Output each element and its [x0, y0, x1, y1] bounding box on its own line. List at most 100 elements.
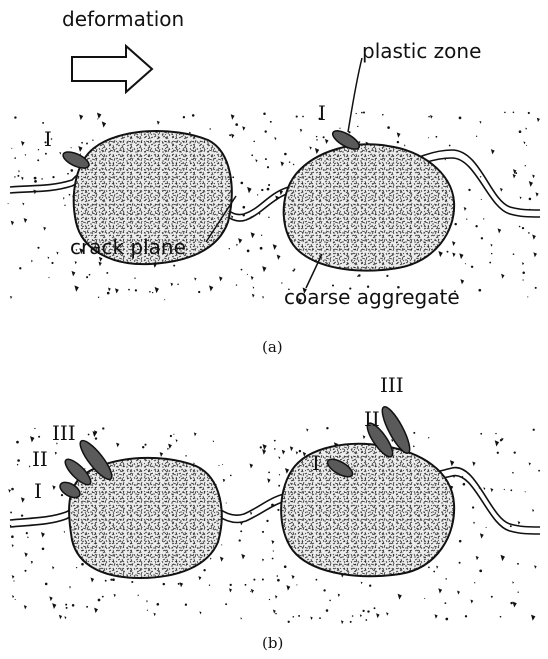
speckle-dot: [86, 143, 88, 145]
speckle-dot: [350, 621, 352, 623]
speckle-dot: [42, 548, 45, 551]
speckle-dot: [387, 126, 390, 129]
speckle-dot: [98, 599, 101, 602]
speckle-dot: [472, 506, 474, 508]
speckle-dot: [267, 166, 269, 168]
speckle-dot: [262, 578, 264, 580]
speckle-dot: [274, 137, 276, 140]
speckle-dot: [14, 157, 16, 159]
speckle-dot: [59, 615, 62, 620]
speckle-dot: [231, 134, 234, 139]
speckle-dot: [107, 292, 110, 295]
speckle-dot: [428, 437, 429, 438]
speckle-dot: [315, 148, 319, 154]
speckle-dot: [29, 465, 31, 467]
speckle-dot: [64, 205, 65, 206]
speckle-dot: [236, 284, 237, 285]
zone-label-right-iii: III: [380, 373, 404, 397]
speckle-dot: [199, 611, 201, 614]
speckle-dot: [102, 427, 104, 429]
speckle-dot: [8, 203, 9, 204]
speckle-dot: [433, 571, 435, 573]
speckle-dot: [108, 288, 111, 292]
speckle-dot: [51, 262, 53, 264]
speckle-dot: [296, 116, 298, 118]
speckle-dot: [497, 452, 499, 454]
speckle-dot: [255, 159, 257, 162]
speckle-dot: [356, 113, 357, 114]
speckle-dot: [489, 262, 491, 264]
speckle-dot: [230, 475, 232, 477]
speckle-dot: [86, 606, 88, 608]
speckle-dot: [262, 531, 264, 533]
speckle-dot: [21, 497, 25, 502]
speckle-dot: [14, 176, 16, 178]
speckle-dot: [476, 136, 477, 137]
plastic-zone-label: plastic zone: [362, 39, 481, 63]
speckle-dot: [52, 485, 55, 490]
speckle-dot: [176, 439, 178, 442]
speckle-dot: [527, 296, 528, 297]
speckle-dot: [81, 563, 84, 566]
speckle-dot: [63, 197, 65, 199]
speckle-dot: [525, 165, 526, 166]
speckle-dot: [45, 583, 48, 586]
speckle-dot: [52, 176, 54, 178]
speckle-dot: [468, 189, 470, 191]
speckle-dot: [102, 596, 104, 598]
speckle-dot: [525, 128, 527, 130]
speckle-dot: [531, 615, 535, 621]
speckle-dot: [41, 178, 43, 180]
speckle-dot: [236, 244, 238, 247]
speckle-dot: [262, 296, 264, 299]
speckle-dot: [135, 289, 137, 291]
speckle-dot: [316, 136, 317, 137]
speckle-dot: [226, 502, 227, 503]
speckle-dot: [14, 116, 16, 118]
speckle-dot: [231, 114, 235, 120]
speckle-dot: [69, 586, 71, 589]
speckle-dot: [92, 139, 93, 140]
speckle-dot: [525, 491, 526, 492]
speckle-dot: [64, 531, 65, 533]
speckle-dot: [447, 251, 449, 253]
speckle-dot: [357, 126, 358, 127]
speckle-dot: [11, 148, 12, 149]
speckle-dot: [168, 444, 172, 449]
speckle-dot: [261, 189, 263, 191]
speckle-dot: [34, 428, 35, 429]
speckle-dot: [257, 194, 258, 195]
speckle-dot: [522, 271, 525, 274]
speckle-dot: [49, 596, 52, 601]
coarse-aggregate-label: coarse aggregate: [284, 285, 460, 309]
speckle-dot: [48, 257, 50, 260]
speckle-dot: [213, 441, 214, 442]
speckle-dot: [253, 287, 255, 289]
speckle-dot: [69, 194, 71, 196]
speckle-dot: [284, 565, 287, 568]
speckle-dot: [247, 274, 248, 275]
speckle-dot: [91, 578, 95, 583]
speckle-dot: [180, 582, 184, 587]
speckle-dot: [142, 446, 144, 448]
speckle-dot: [37, 247, 39, 249]
speckle-dot: [43, 227, 46, 231]
speckle-dot: [483, 218, 484, 219]
speckle-dot: [78, 146, 82, 152]
speckle-dot: [386, 612, 389, 616]
speckle-dot: [512, 472, 514, 474]
speckle-dot: [37, 159, 39, 161]
speckle-dot: [352, 615, 354, 617]
speckle-dot: [17, 175, 19, 177]
speckle-dot: [292, 270, 294, 272]
speckle-dot: [529, 181, 533, 187]
speckle-dot: [483, 487, 485, 490]
speckle-dot: [222, 464, 223, 465]
speckle-dot: [470, 600, 473, 604]
speckle-dot: [296, 451, 298, 454]
speckle-dot: [513, 174, 516, 179]
speckle-dot: [522, 262, 524, 265]
speckle-dot: [97, 118, 98, 119]
speckle-dot: [464, 207, 467, 211]
speckle-dot: [171, 283, 174, 287]
